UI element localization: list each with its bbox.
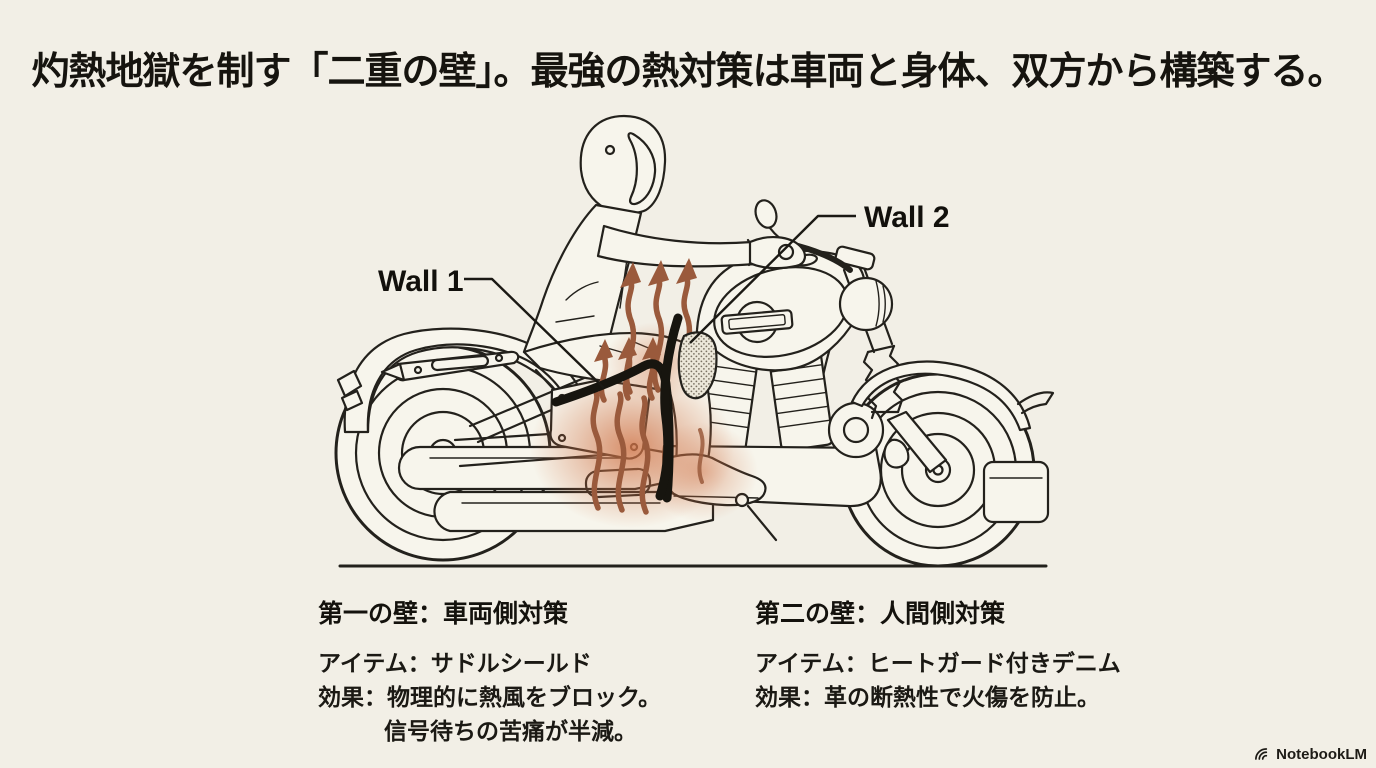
brake-caliper bbox=[883, 438, 910, 469]
section-wall2: 第二の壁：人間側対策 アイテム：ヒートガード付きデニム 効果：革の断熱性で火傷を… bbox=[755, 594, 1205, 714]
rider-arm bbox=[596, 224, 758, 268]
wall-1-leader bbox=[464, 277, 605, 389]
tank-logo bbox=[720, 300, 794, 344]
wall-2-label: Wall 2 bbox=[864, 201, 950, 234]
front-fork bbox=[754, 199, 1055, 474]
page-title: 灼熱地獄を制す「二重の壁」。最強の熱対策は車両と身体、双方から構築する。 bbox=[31, 51, 1345, 93]
notebooklm-icon bbox=[1255, 748, 1268, 760]
knee-heat-guard bbox=[677, 331, 718, 400]
heat-arrows bbox=[590, 258, 705, 515]
section-line: アイテム：ヒートガード付きデニム bbox=[755, 650, 1121, 676]
taillight bbox=[336, 369, 363, 398]
wall-2-line bbox=[655, 313, 683, 501]
front-fender bbox=[850, 360, 1032, 432]
section-wall1-heading: 第一の壁：車両側対策 bbox=[318, 600, 569, 628]
section-wall1: 第一の壁：車両側対策 アイテム：サドルシールド 効果：物理的に熱風をブロック。 … bbox=[318, 594, 748, 748]
section-wall2-heading: 第二の壁：人間側対策 bbox=[755, 600, 1006, 628]
section-line: アイテム：サドルシールド bbox=[318, 650, 592, 676]
wall-2-leader bbox=[689, 214, 856, 344]
headlight bbox=[838, 276, 894, 332]
rider-glove bbox=[748, 236, 806, 270]
fork-slider bbox=[886, 410, 948, 474]
wall-1-label: Wall 1 bbox=[378, 265, 464, 298]
handlebar bbox=[795, 243, 853, 273]
mirror bbox=[754, 199, 778, 229]
section-line: 効果：物理的に熱風をブロック。 bbox=[318, 684, 662, 710]
section-line: 効果：革の断熱性で火傷を防止。 bbox=[755, 684, 1100, 710]
electrics-box bbox=[982, 460, 1050, 524]
notebooklm-wordmark: NotebookLM bbox=[1276, 745, 1367, 763]
notebooklm-logo: NotebookLM bbox=[1253, 745, 1367, 763]
helmet-visor bbox=[627, 132, 657, 206]
section-line: 信号待ちの苦痛が半減。 bbox=[384, 718, 637, 744]
